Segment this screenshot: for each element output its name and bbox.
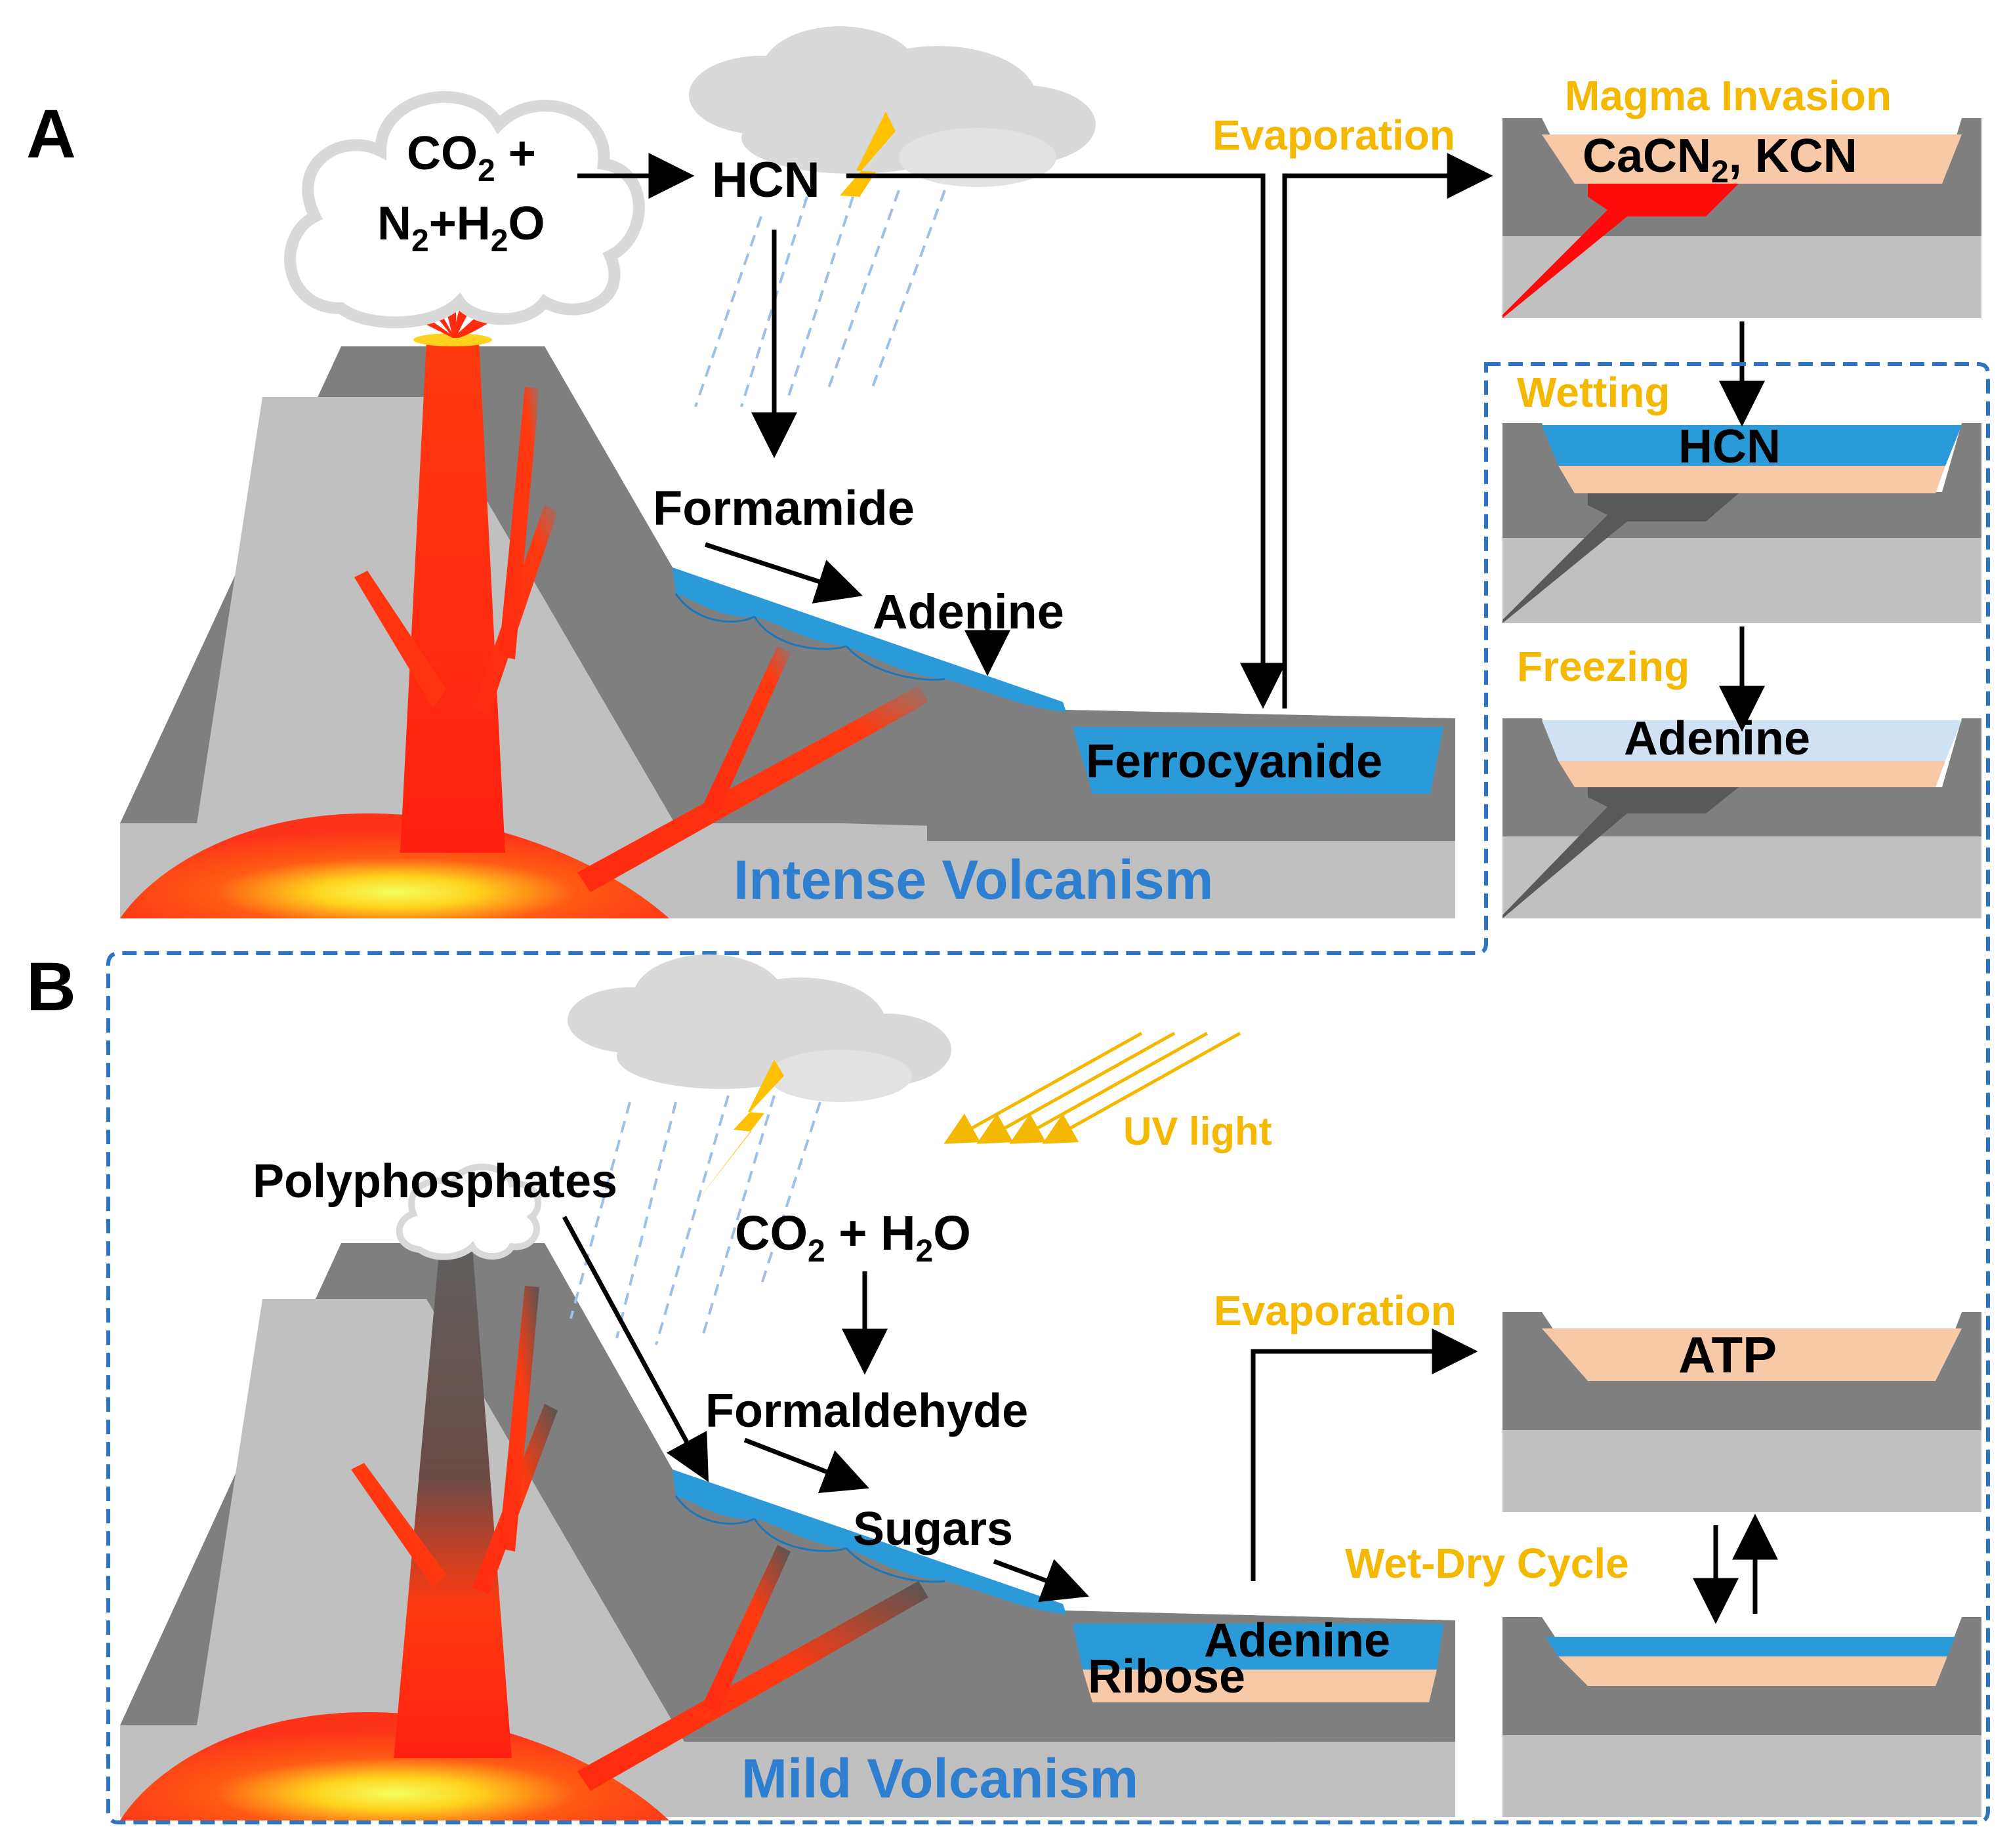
magma-invasion-basin: [1502, 118, 1981, 318]
wetting-basin: [1502, 423, 1981, 623]
n2-h2o-label: N2+H2O: [377, 197, 545, 258]
lightning-icon-b: [692, 1059, 784, 1207]
sugars-label: Sugars: [853, 1503, 1013, 1555]
rain-b: [570, 1095, 821, 1345]
magma-branch-b: [351, 1463, 446, 1588]
co2-h2o-label: CO2 + H2O: [735, 1206, 971, 1269]
magma-invasion-label: Magma Invasion: [1565, 72, 1892, 119]
magma-chamber-b: [120, 1712, 669, 1820]
storm-cloud: [689, 26, 1096, 187]
magma-branch-b: [499, 1286, 539, 1551]
magma-conduit-b: [394, 1246, 512, 1758]
panel-a-arrows: [577, 153, 1765, 732]
ferrocyanide-label: Ferrocyanide: [1086, 735, 1382, 788]
smoke-cloud: [284, 91, 645, 329]
panel-letter-a: A: [26, 96, 76, 173]
lightning-icon: [804, 112, 896, 282]
ground-band-right-b: [689, 1742, 1455, 1817]
uv-light-label: UV light: [1123, 1109, 1272, 1153]
evaporation-label-b: Evaporation: [1214, 1287, 1457, 1334]
ground-band-right: [689, 841, 1455, 918]
cacn2-kcn-label: CaCN2, KCN: [1583, 130, 1857, 190]
ferrocyanide-pond: [1073, 727, 1443, 794]
magma-branch-b: [702, 1545, 791, 1712]
atp-basin: [1502, 1312, 1981, 1512]
evaporation-label-a: Evaporation: [1212, 112, 1455, 159]
wet-dry-basin: [1502, 1617, 1981, 1817]
panel-b: B Polyphosphates UV light CO2 + H2O Form…: [26, 949, 1981, 1820]
polyphosphates-label: Polyphosphates: [253, 1155, 617, 1208]
magma-branch: [702, 646, 791, 813]
uv-rays: [943, 1031, 1241, 1144]
adenine-label-b: Adenine: [1204, 1614, 1390, 1667]
magma-branch-b: [577, 1581, 928, 1791]
wetting-hcn-label: HCN: [1678, 421, 1781, 473]
rain: [694, 190, 946, 407]
panel-b-arrows: [562, 1216, 1778, 1624]
smoke-cloud-b: [396, 1163, 541, 1260]
adenine-pond: [1073, 1624, 1443, 1670]
wetting-label: Wetting: [1517, 369, 1670, 416]
freezing-label: Freezing: [1517, 643, 1689, 690]
formaldehyde-label: Formaldehyde: [705, 1385, 1028, 1437]
wet-dry-cycle-label: Wet-Dry Cycle: [1345, 1540, 1629, 1587]
ribose-label: Ribose: [1088, 1651, 1245, 1703]
magma-branch: [354, 571, 446, 708]
ribose-sediment: [1083, 1670, 1437, 1702]
slope-pools-b: [673, 1469, 1066, 1614]
adenine-label-a: Adenine: [873, 585, 1064, 639]
panel-a: A CO2 + N2+H2O HCN Formamide Adenine Fer…: [26, 26, 1981, 918]
freezing-basin: [1502, 718, 1981, 918]
magma-branch: [499, 387, 539, 659]
storm-cloud-b: [568, 955, 951, 1102]
caption-intense-volcanism: Intense Volcanism: [734, 849, 1213, 911]
freezing-adenine-label: Adenine: [1624, 712, 1810, 765]
hcn-label: HCN: [712, 152, 820, 208]
slope-rock-b: [426, 1243, 1455, 1742]
formamide-label: Formamide: [653, 481, 915, 535]
atp-label: ATP: [1678, 1326, 1777, 1384]
panel-letter-b: B: [26, 949, 76, 1025]
magma-conduit: [400, 341, 505, 853]
magma-chamber: [120, 813, 669, 918]
co2-label: CO2 +: [407, 127, 536, 188]
slope-rock: [426, 346, 1455, 841]
caption-mild-volcanism: Mild Volcanism: [741, 1748, 1138, 1809]
magma-branch: [577, 686, 928, 892]
